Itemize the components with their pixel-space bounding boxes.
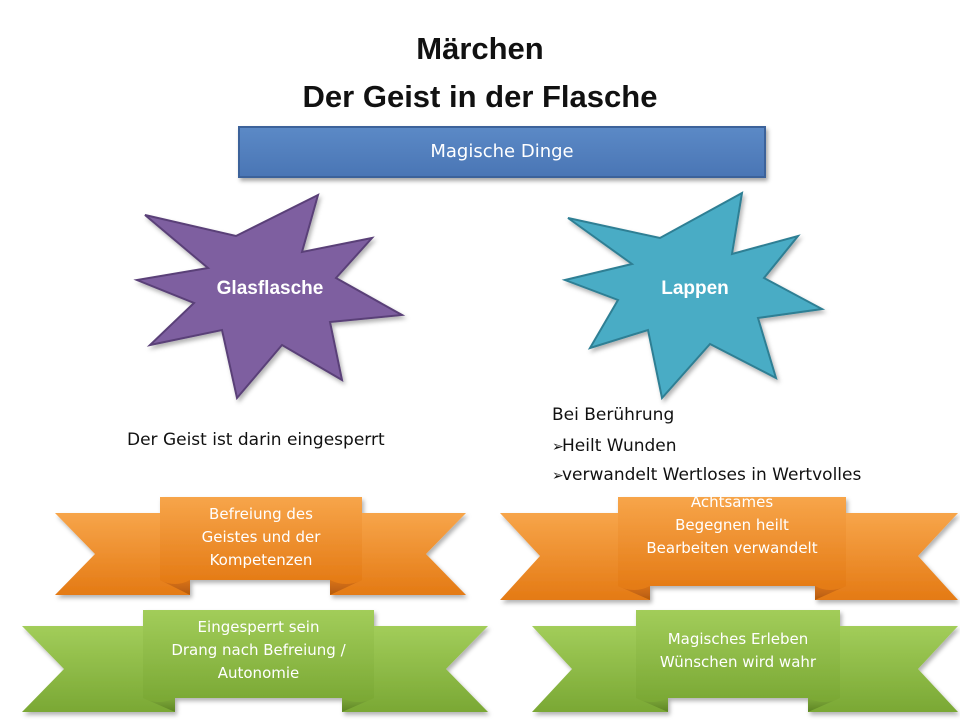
ribbon-line: Kompetenzen xyxy=(209,551,313,569)
header-box: Magische Dinge xyxy=(238,126,766,178)
star-label-glasflasche: Glasflasche xyxy=(216,278,324,299)
bullet-item: ➢verwandelt Wertloses in Wertvolles xyxy=(552,465,861,485)
title-line-2: Der Geist in der Flasche xyxy=(302,79,658,114)
ribbon-green-right xyxy=(532,610,958,712)
bullet-text: verwandelt Wertloses in Wertvolles xyxy=(562,465,862,485)
star-glasflasche xyxy=(133,193,406,401)
ribbon-line: Bearbeiten verwandelt xyxy=(646,539,818,557)
ribbon-line: Befreiung des xyxy=(209,505,313,523)
ribbon-line: Drang nach Befreiung / xyxy=(171,641,346,659)
ribbon-line: Wünschen wird wahr xyxy=(659,653,817,671)
ribbon-line: Magisches Erleben xyxy=(667,630,809,648)
ribbon-orange-left-text: Befreiung des Geistes und der Kompetenze… xyxy=(160,503,362,572)
star-label-lappen: Lappen xyxy=(661,278,729,299)
ribbon-line: Geistes und der xyxy=(201,528,321,546)
ribbon-orange-left xyxy=(55,497,466,595)
title-line-1: Märchen xyxy=(416,31,544,66)
ribbon-line: Eingesperrt sein xyxy=(197,618,320,636)
ribbon-green-right-text: Magisches Erleben Wünschen wird wahr xyxy=(636,628,840,674)
left-description: Der Geist ist darin eingesperrt xyxy=(127,430,385,450)
ribbon-orange-right xyxy=(500,497,958,600)
arrow-bullet-icon: ➢ xyxy=(552,468,564,484)
right-heading: Bei Berührung xyxy=(552,405,675,425)
ribbon-line: Achtsames xyxy=(690,493,774,511)
arrow-bullet-icon: ➢ xyxy=(552,439,564,455)
ribbon-green-left-text: Eingesperrt sein Drang nach Befreiung / … xyxy=(143,616,374,685)
ribbon-green-left xyxy=(22,610,488,712)
bullet-item: ➢Heilt Wunden xyxy=(552,436,677,456)
star-lappen xyxy=(561,191,826,401)
bullet-text: Heilt Wunden xyxy=(562,436,677,456)
ribbon-line: Begegnen heilt xyxy=(675,516,789,534)
ribbon-line: Autonomie xyxy=(217,664,300,682)
ribbon-orange-right-text: Achtsames Begegnen heilt Bearbeiten verw… xyxy=(618,491,846,560)
